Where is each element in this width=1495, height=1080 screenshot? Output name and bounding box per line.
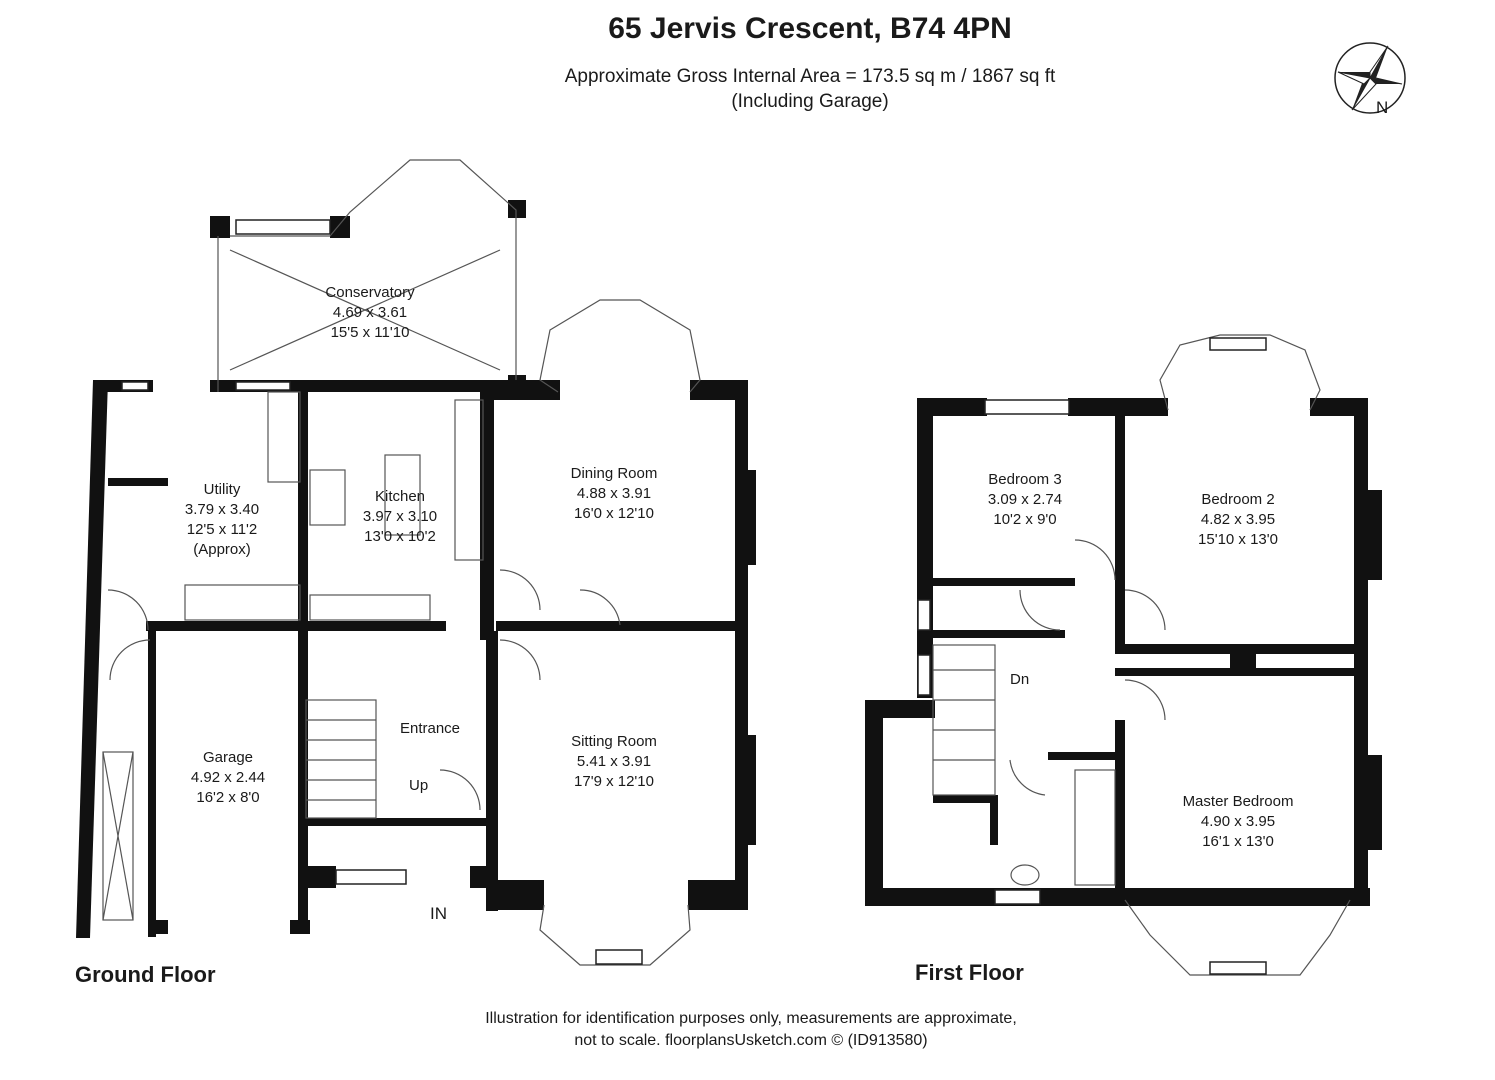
room-name: Kitchen [374,488,426,505]
room-imperial: 15'10 x 13'0 [1198,531,1278,548]
compass-rose-icon [1334,42,1406,114]
room-name: Entrance [399,720,461,737]
plan-title: 65 Jervis Crescent, B74 4PN [608,12,1012,45]
room-name: Sitting Room [571,733,657,750]
disclaimer: Illustration for identification purposes… [0,1008,1495,1052]
disclaimer-line-1: Illustration for identification purposes… [485,1010,1017,1027]
side-wall-blocks [742,470,1382,850]
room-dining: Dining Room 4.88 x 3.91 16'0 x 12'10 [571,464,658,524]
room-imperial: 17'9 x 12'10 [574,773,654,790]
room-imperial: 16'0 x 12'10 [574,505,654,522]
room-metric: 4.90 x 3.95 [1200,813,1276,830]
ground-floor-label: Ground Floor [75,962,216,987]
first-floor-label: First Floor [915,960,1024,985]
room-imperial: 16'2 x 8'0 [196,789,260,806]
entrance-in-label: IN [430,904,447,923]
room-imperial: 13'0 x 10'2 [364,528,436,545]
ground-floor-walls [76,200,1370,938]
compass-north-label: N [1376,98,1389,117]
area-note: (Including Garage) [731,91,889,112]
room-entrance: Entrance [400,719,460,739]
room-name: Bedroom 3 [988,471,1062,488]
room-metric: 4.69 x 3.61 [332,304,408,321]
room-metric: 4.82 x 3.95 [1200,511,1276,528]
room-imperial: 15'5 x 11'10 [330,324,410,341]
room-metric: 4.88 x 3.91 [576,485,652,502]
room-imperial: 12'5 x 11'2 [186,521,258,538]
area-summary: Approximate Gross Internal Area = 173.5 … [0,64,1495,114]
room-note: (Approx) [193,541,251,558]
room-kitchen: Kitchen 3.97 x 3.10 13'0 x 10'2 [363,487,437,547]
room-bedroom-3: Bedroom 3 3.09 x 2.74 10'2 x 9'0 [988,470,1062,530]
stairs-up-label: Up [409,777,429,794]
room-name: Dining Room [570,465,658,482]
room-name: Bedroom 2 [1201,491,1275,508]
room-conservatory: Conservatory 4.69 x 3.61 15'5 x 11'10 [325,283,414,343]
disclaimer-line-2: not to scale. floorplansUsketch.com © (I… [574,1032,928,1049]
room-metric: 5.41 x 3.91 [576,753,652,770]
room-bedroom-2: Bedroom 2 4.82 x 3.95 15'10 x 13'0 [1198,490,1278,550]
windows [121,219,1267,975]
stairs-down-label: Dn [1010,671,1030,688]
room-garage: Garage 4.92 x 2.44 16'2 x 8'0 [191,748,265,808]
room-imperial: 10'2 x 9'0 [993,511,1057,528]
room-metric: 3.97 x 3.10 [362,508,438,525]
room-master-bedroom: Master Bedroom 4.90 x 3.95 16'1 x 13'0 [1183,792,1294,852]
room-name: Utility [203,481,241,498]
room-sitting: Sitting Room 5.41 x 3.91 17'9 x 12'10 [571,732,657,792]
room-metric: 3.09 x 2.74 [987,491,1063,508]
room-name: Garage [202,749,254,766]
room-name: Master Bedroom [1182,793,1294,810]
room-metric: 4.92 x 2.44 [190,769,266,786]
room-utility: Utility 3.79 x 3.40 12'5 x 11'2 (Approx) [185,480,259,560]
room-metric: 3.79 x 3.40 [184,501,260,518]
interior-lines [102,159,1351,976]
room-name: Conservatory [325,284,415,301]
room-imperial: 16'1 x 13'0 [1202,833,1274,850]
area-line: Approximate Gross Internal Area = 173.5 … [564,66,1056,87]
